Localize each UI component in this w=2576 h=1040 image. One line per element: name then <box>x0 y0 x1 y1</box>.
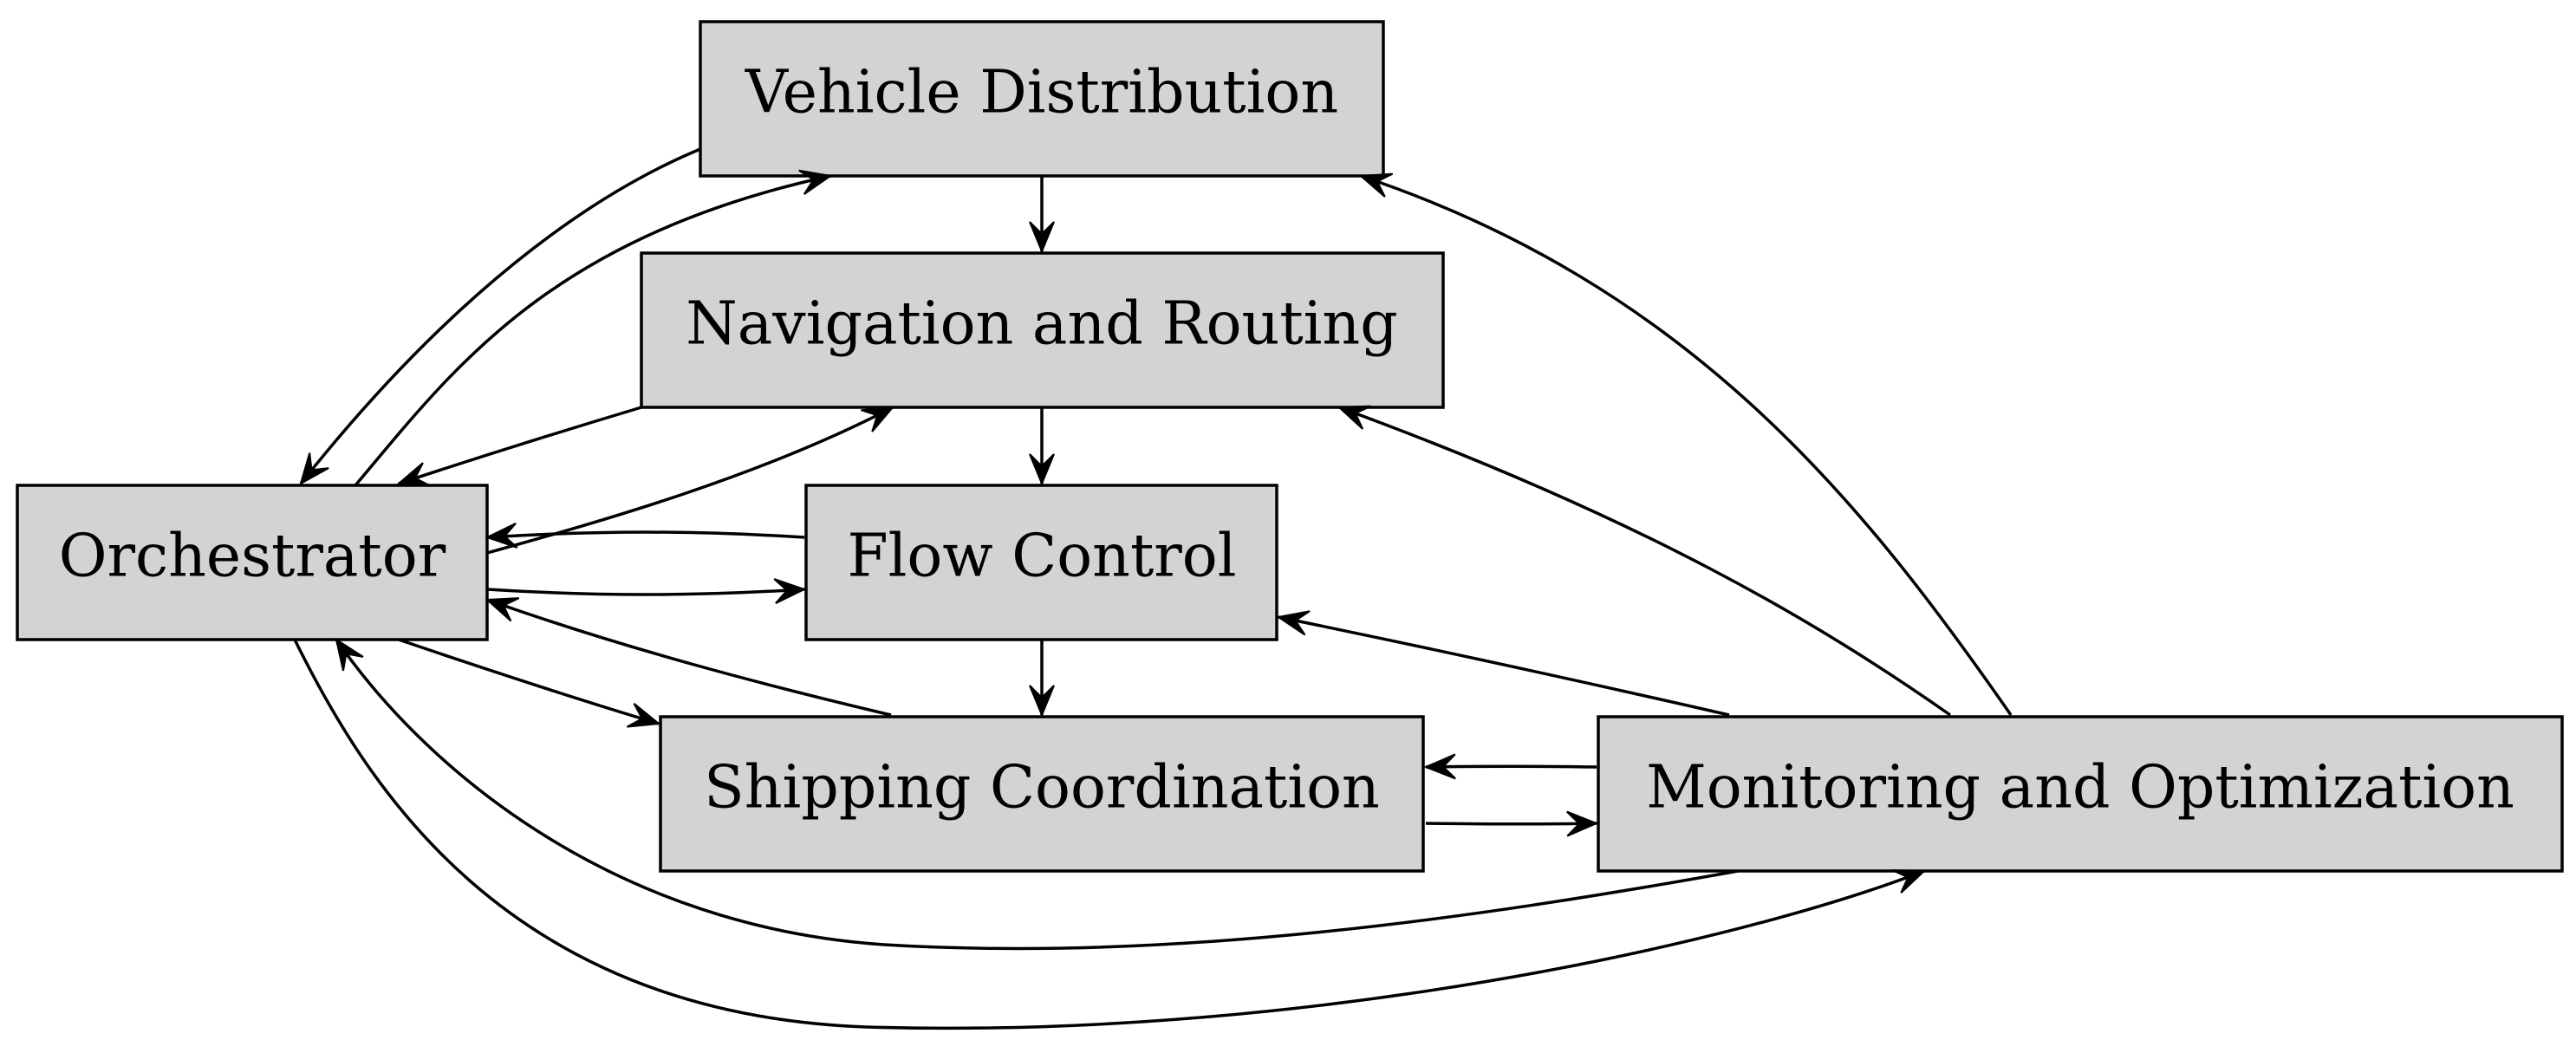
edge-orchestrator-to-monitoring <box>293 639 1925 1030</box>
arrowhead-orchestrator-to-shipping <box>626 703 661 728</box>
arrowhead-vehicle-to-navigation <box>1029 221 1055 254</box>
node-orchestrator[interactable]: Orchestrator <box>16 484 489 641</box>
node-label-shipping-coordination: Shipping Coordination <box>704 754 1380 822</box>
edge-monitoring-to-navigation <box>1338 406 1952 717</box>
edge-orchestrator-to-shipping <box>398 638 660 725</box>
edge-monitoring-to-flow <box>1278 615 1730 717</box>
edge-orchestrator-to-flow <box>486 588 805 596</box>
edge-navigation-to-orchestrator <box>398 406 642 485</box>
arrowhead-vehicle-to-orchestrator <box>299 452 329 486</box>
node-shipping-coordination[interactable]: Shipping Coordination <box>659 715 1425 873</box>
arrowhead-orchestrator-to-monitoring <box>1891 869 1927 894</box>
edge-orchestrator-to-vehicle <box>354 174 831 487</box>
arrowhead-monitoring-to-vehicle <box>1358 172 1394 198</box>
arrowhead-monitoring-to-navigation <box>1337 405 1372 430</box>
edge-vehicle-to-orchestrator <box>299 147 701 485</box>
node-label-navigation-and-routing: Navigation and Routing <box>686 290 1398 359</box>
arrowhead-monitoring-to-orchestrator <box>335 637 364 672</box>
arrowhead-orchestrator-to-vehicle <box>798 169 833 195</box>
arrowhead-monitoring-to-flow <box>1276 610 1311 636</box>
edge-monitoring-to-shipping <box>1425 764 1597 769</box>
edge-monitoring-to-vehicle <box>1360 174 2013 716</box>
arrowhead-navigation-to-flow <box>1029 453 1055 486</box>
edge-shipping-to-monitoring <box>1425 822 1597 826</box>
arrowhead-flow-to-orchestrator <box>485 523 518 549</box>
node-label-orchestrator: Orchestrator <box>59 523 446 591</box>
edges-layer <box>293 147 2013 1030</box>
arrowhead-flow-to-shipping <box>1029 685 1055 718</box>
arrowhead-orchestrator-to-navigation <box>861 406 895 432</box>
edge-flow-to-orchestrator <box>486 530 805 539</box>
arrowhead-shipping-to-monitoring <box>1566 810 1599 837</box>
node-monitoring-and-optimization[interactable]: Monitoring and Optimization <box>1597 715 2564 873</box>
arrowhead-monitoring-to-shipping <box>1423 753 1456 780</box>
arrowheads-layer <box>299 169 1927 894</box>
nodes-layer: Vehicle Distribution Navigation and Rout… <box>16 20 2564 873</box>
node-label-vehicle-distribution: Vehicle Distribution <box>745 59 1338 127</box>
node-label-flow-control: Flow Control <box>848 523 1237 591</box>
edge-monitoring-to-orchestrator <box>335 639 1739 951</box>
arrowhead-navigation-to-orchestrator <box>396 462 432 487</box>
node-label-monitoring-and-optimization: Monitoring and Optimization <box>1646 754 2514 822</box>
edge-shipping-to-orchestrator <box>486 598 892 717</box>
edge-orchestrator-to-navigation <box>486 406 894 555</box>
arrowhead-shipping-to-orchestrator <box>485 597 520 622</box>
arrowhead-orchestrator-to-flow <box>773 578 807 604</box>
node-navigation-and-routing[interactable]: Navigation and Routing <box>640 251 1445 409</box>
node-vehicle-distribution[interactable]: Vehicle Distribution <box>699 20 1385 178</box>
node-flow-control[interactable]: Flow Control <box>804 484 1278 641</box>
